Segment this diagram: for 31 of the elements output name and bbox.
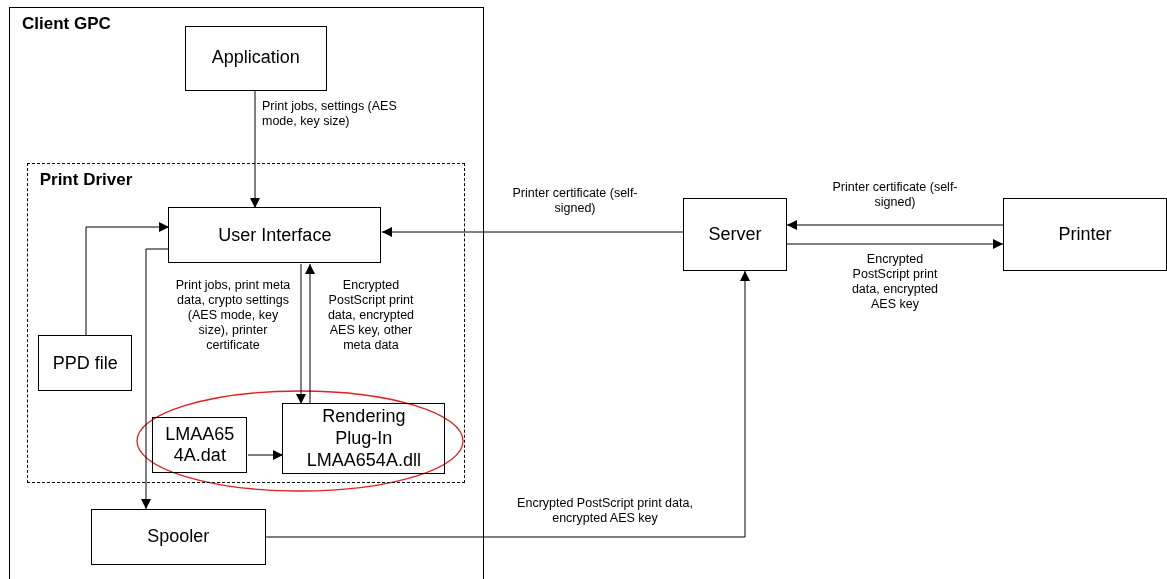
process-box [282, 403, 446, 475]
group-heading: Client GPC [22, 14, 111, 34]
process-box [683, 198, 787, 271]
arrow [786, 239, 1004, 249]
process-box [90, 508, 266, 565]
arrow [265, 270, 750, 538]
arrow [305, 263, 315, 405]
node-label: Printer [1058, 223, 1112, 246]
group-heading: Print Driver [39, 169, 133, 190]
arrow [141, 248, 170, 510]
process-box [1003, 198, 1167, 271]
node-label: Spooler [147, 525, 210, 548]
edge-label: Encrypted PostScript print data, encrypted AES key [515, 496, 695, 526]
node-label: User Interface [218, 224, 332, 247]
arrow [250, 90, 260, 209]
edge-label: Printer certificate (self-signed) [832, 180, 958, 210]
arrow [85, 222, 170, 337]
node-label: Rendering Plug-In LMAA654A.dll [305, 406, 422, 472]
arrow [381, 227, 684, 237]
file-box [152, 417, 248, 474]
process-box [184, 25, 327, 91]
arrow [247, 450, 284, 460]
arrow [296, 263, 306, 405]
node-label: Application [211, 47, 300, 69]
node-label: PPD file [52, 352, 118, 375]
edge-label: Printer certificate (self-signed) [512, 186, 638, 216]
process-box [168, 207, 382, 264]
arrow [786, 220, 1004, 230]
file-box [38, 335, 133, 392]
node-label: LMAA654A.dat [164, 423, 236, 467]
node-label: Server [708, 223, 762, 246]
